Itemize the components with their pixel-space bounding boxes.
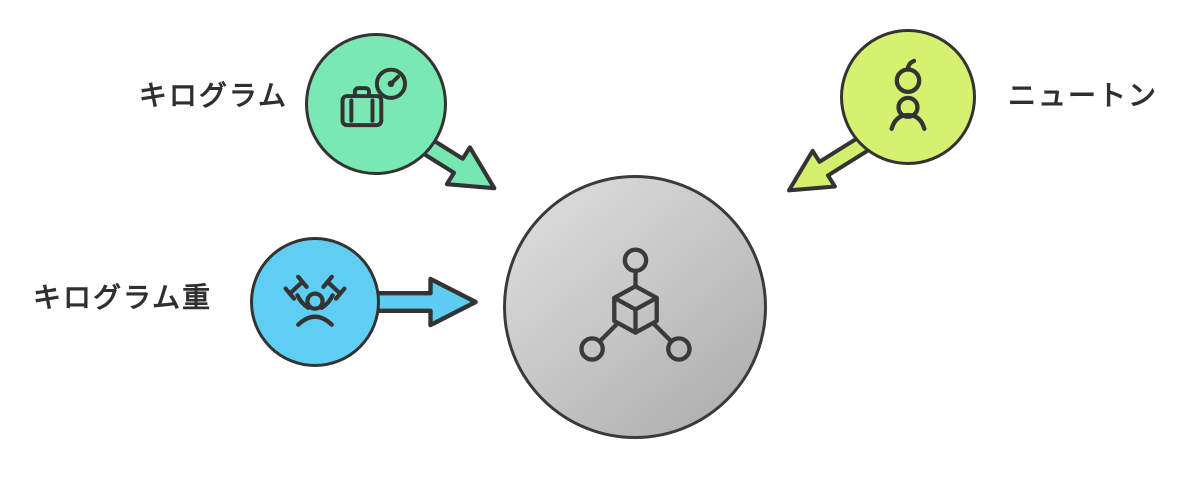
- kilogram-weight-node: [250, 237, 380, 367]
- mass-cube-axes-icon: [578, 246, 692, 362]
- kilogram-weight-label: キログラム重: [33, 281, 213, 314]
- kilogram-label: キログラム: [138, 79, 288, 112]
- kilogram-node: [305, 33, 447, 175]
- kilogram-weight-arrow: [372, 276, 478, 328]
- luggage-scale-icon: [340, 67, 408, 128]
- newton-label: ニュートン: [1008, 79, 1159, 112]
- newton-node: [840, 29, 976, 165]
- center-mass-node: [503, 175, 767, 439]
- apple-on-head-icon: [889, 58, 927, 131]
- weightlifter-icon: [283, 274, 347, 327]
